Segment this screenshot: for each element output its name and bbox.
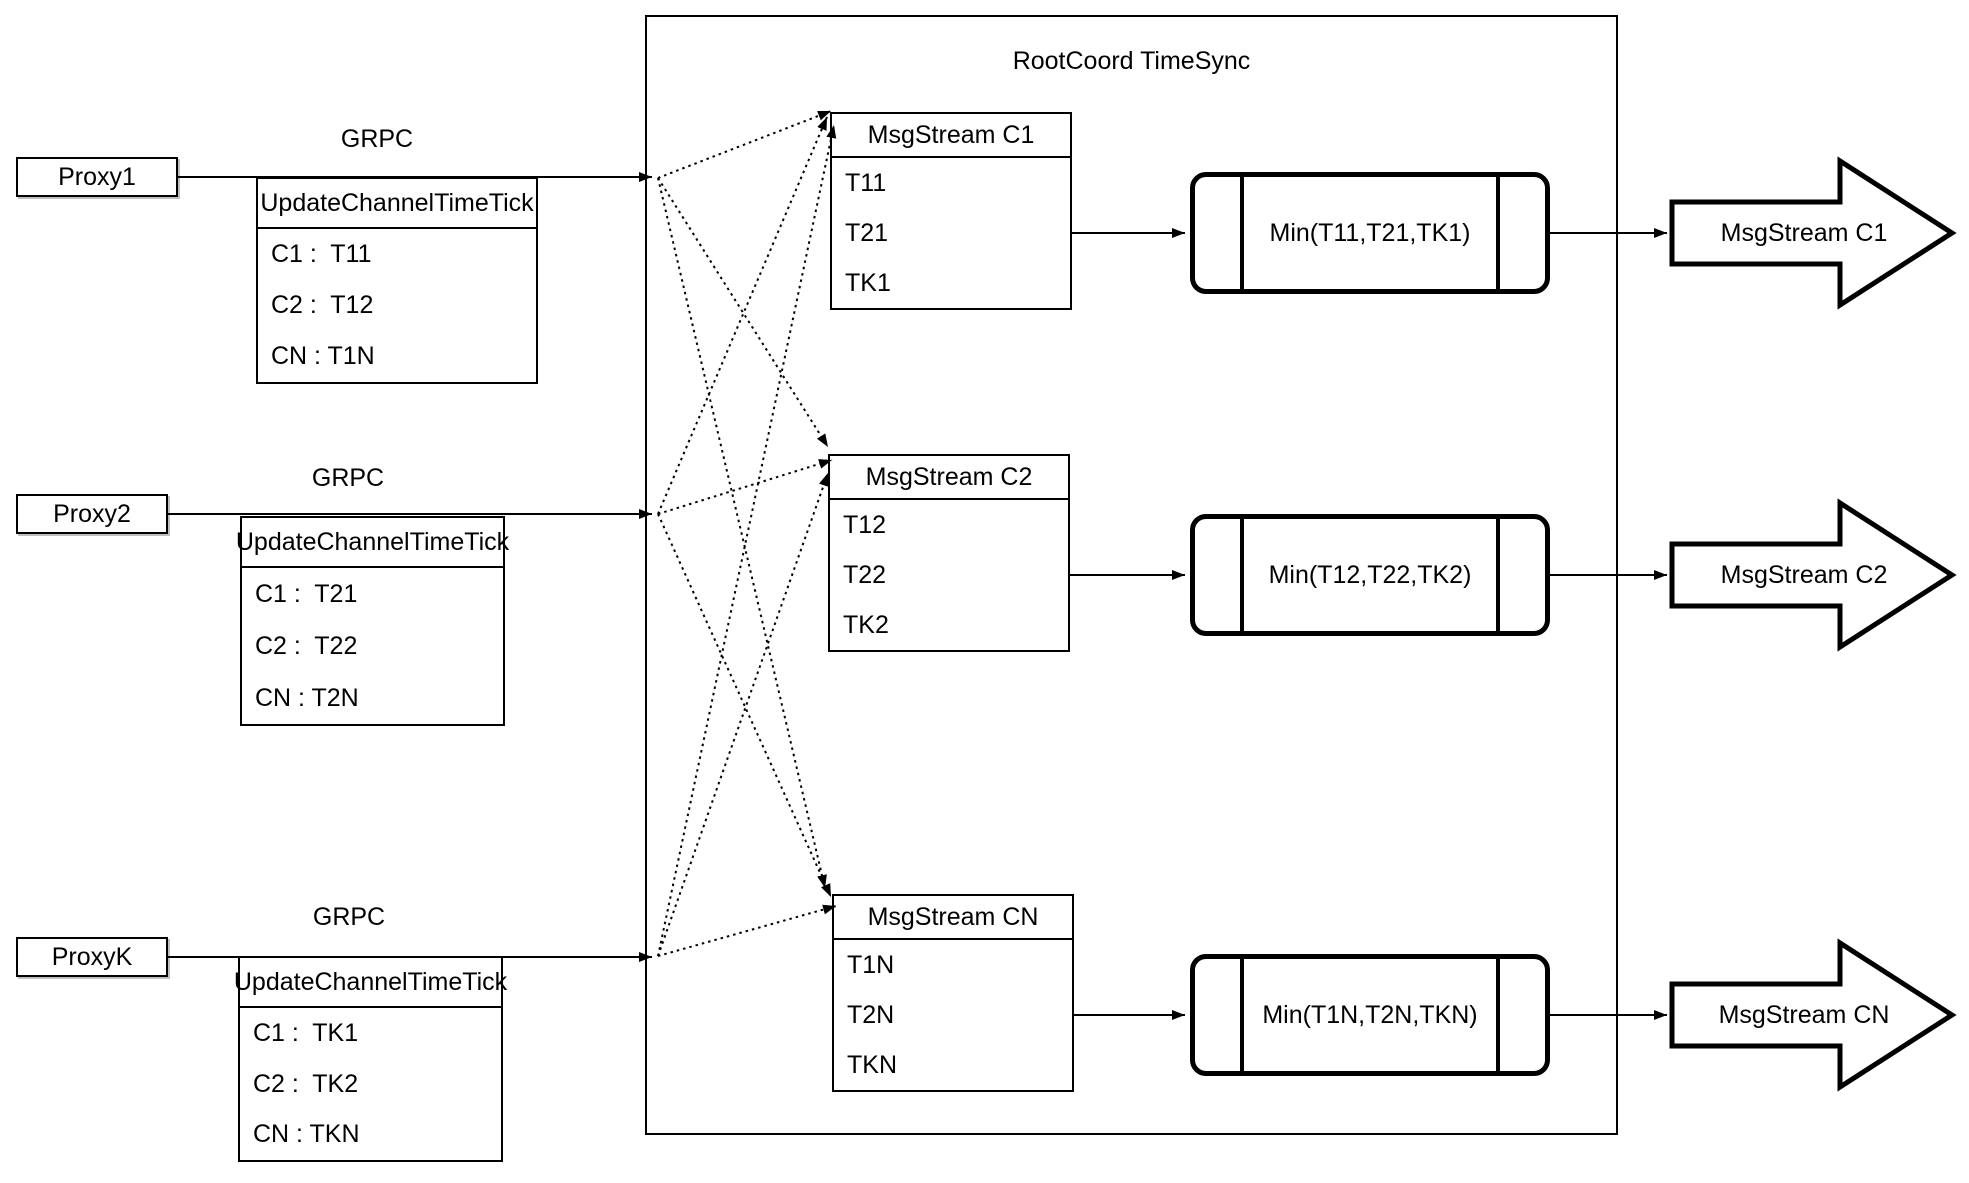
request-table-2: UpdateChannelTimeTick C1 : T21 C2 : T22 … (236, 516, 509, 726)
proxy2-node: Proxy2 (16, 494, 168, 534)
request-row: C2 : TK2 (253, 1069, 359, 1098)
request-table-3-title: UpdateChannelTimeTick (234, 958, 507, 1008)
min-box-1: Min(T11,T21,TK1) (1190, 172, 1550, 294)
output-label-1: MsgStream C1 (1720, 219, 1888, 247)
grpc-label-3: GRPC (312, 903, 386, 931)
msgstream-table-c2: MsgStream C2 T12 T22 TK2 (828, 454, 1070, 652)
request-row: CN : T2N (255, 683, 359, 712)
min-label-1: Min(T11,T21,TK1) (1269, 218, 1471, 247)
request-row: CN : TKN (253, 1120, 360, 1149)
request-table-3: UpdateChannelTimeTick C1 : TK1 C2 : TK2 … (234, 956, 507, 1162)
request-row: C2 : T12 (271, 291, 374, 319)
proxy1-node: Proxy1 (16, 157, 178, 197)
output-label-3: MsgStream CN (1718, 1001, 1890, 1029)
request-row: C1 : T11 (271, 240, 372, 268)
tick-row: TK1 (845, 268, 891, 297)
msgstream-table-cn: MsgStream CN T1N T2N TKN (832, 894, 1074, 1092)
tick-row: T21 (845, 218, 889, 247)
min-box-2: Min(T12,T22,TK2) (1190, 514, 1550, 636)
min-box-3: Min(T1N,T2N,TKN) (1190, 954, 1550, 1076)
msgstream-table-c2-title: MsgStream C2 (830, 456, 1068, 500)
tick-row: TKN (847, 1050, 897, 1079)
tick-row: T22 (843, 560, 887, 589)
tick-row: T11 (845, 168, 887, 197)
tick-row: TK2 (843, 610, 889, 639)
proxyk-label: ProxyK (51, 942, 133, 971)
request-row: C1 : TK1 (253, 1018, 359, 1047)
grpc-label-2: GRPC (311, 464, 385, 492)
request-table-2-title: UpdateChannelTimeTick (236, 518, 509, 568)
msgstream-table-c1: MsgStream C1 T11 T21 TK1 (830, 112, 1072, 310)
tick-row: T2N (847, 1000, 895, 1029)
proxyk-node: ProxyK (16, 937, 168, 977)
tick-row: T12 (843, 510, 887, 539)
request-table-1-title: UpdateChannelTimeTick (258, 179, 536, 229)
rootcoord-title: RootCoord TimeSync (1012, 47, 1251, 75)
grpc-label-1: GRPC (340, 125, 414, 153)
output-label-2: MsgStream C2 (1720, 561, 1888, 589)
request-row: C2 : T22 (255, 631, 358, 660)
msgstream-table-cn-title: MsgStream CN (834, 896, 1072, 940)
request-row: C1 : T21 (255, 579, 358, 608)
min-label-2: Min(T12,T22,TK2) (1268, 560, 1472, 589)
proxy2-label: Proxy2 (53, 499, 131, 528)
request-table-1: UpdateChannelTimeTick C1 : T11 C2 : T12 … (256, 177, 538, 384)
tick-row: T1N (847, 950, 895, 979)
request-row: CN : T1N (271, 342, 375, 370)
proxy1-label: Proxy1 (58, 162, 136, 191)
msgstream-table-c1-title: MsgStream C1 (832, 114, 1070, 158)
min-label-3: Min(T1N,T2N,TKN) (1262, 1000, 1478, 1029)
